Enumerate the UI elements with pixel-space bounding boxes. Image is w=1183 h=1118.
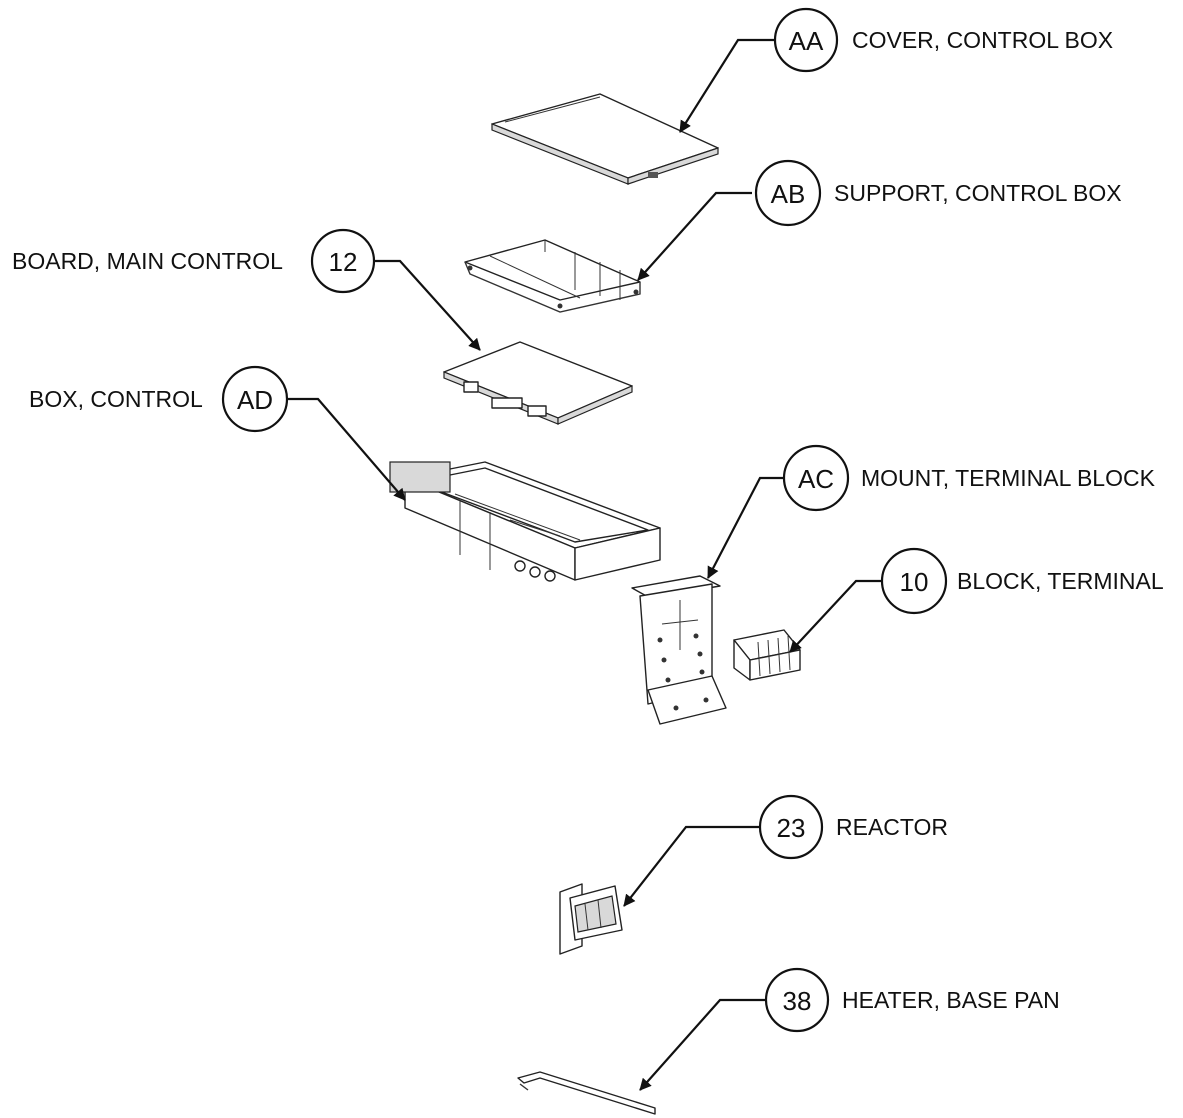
leader-ac — [707, 476, 784, 579]
part-heater-base-pan — [517, 1071, 656, 1115]
callout-bubble — [773, 7, 839, 73]
leader-38 — [639, 998, 766, 1091]
callout-aa: AA COVER, CONTROL BOX — [773, 7, 1113, 73]
callout-bubble — [310, 228, 376, 294]
callout-38: 38 HEATER, BASE PAN — [764, 967, 1060, 1033]
callout-bubble — [758, 794, 824, 860]
callout-bubble — [764, 967, 830, 1033]
callout-label: BOX, CONTROL — [29, 386, 203, 412]
callout-23: 23 REACTOR — [758, 794, 948, 860]
callout-label: MOUNT, TERMINAL BLOCK — [861, 465, 1156, 491]
callout-bubble — [754, 159, 822, 227]
callout-id: 10 — [900, 567, 929, 597]
part-support-control-box — [464, 239, 641, 313]
callout-10: 10 BLOCK, TERMINAL — [880, 547, 1164, 615]
callout-id: AB — [771, 179, 806, 209]
callout-ac: AC MOUNT, TERMINAL BLOCK — [782, 444, 1156, 512]
leader-lines — [286, 38, 882, 1091]
callout-label: BLOCK, TERMINAL — [957, 568, 1164, 594]
callout-bubble — [880, 547, 948, 615]
callout-label: HEATER, BASE PAN — [842, 987, 1060, 1013]
callout-12: 12 BOARD, MAIN CONTROL — [12, 228, 376, 294]
part-box-control — [389, 461, 661, 582]
part-reactor — [559, 883, 623, 955]
callout-id: 38 — [783, 986, 812, 1016]
callout-label: SUPPORT, CONTROL BOX — [834, 180, 1122, 206]
callout-bubble — [221, 365, 289, 433]
part-mount-terminal-block — [631, 575, 727, 725]
callout-label: BOARD, MAIN CONTROL — [12, 248, 283, 274]
callout-label: REACTOR — [836, 814, 948, 840]
leader-10 — [789, 579, 882, 653]
leader-aa — [679, 38, 774, 133]
callout-label: COVER, CONTROL BOX — [852, 27, 1113, 53]
callout-id: 23 — [777, 813, 806, 843]
leader-ab — [637, 191, 752, 281]
callout-bubble — [782, 444, 850, 512]
callout-id: AC — [798, 464, 834, 494]
callout-ad: AD BOX, CONTROL — [29, 365, 289, 433]
callout-id: 12 — [329, 247, 358, 277]
leader-ad — [286, 397, 406, 501]
part-block-terminal — [733, 629, 801, 681]
leader-23 — [623, 825, 760, 907]
callout-ab: AB SUPPORT, CONTROL BOX — [754, 159, 1122, 227]
part-board-main-control — [443, 341, 633, 425]
part-cover-control-box — [491, 93, 719, 185]
callout-id: AD — [237, 385, 273, 415]
callout-id: AA — [789, 26, 824, 56]
leader-12 — [374, 259, 481, 351]
